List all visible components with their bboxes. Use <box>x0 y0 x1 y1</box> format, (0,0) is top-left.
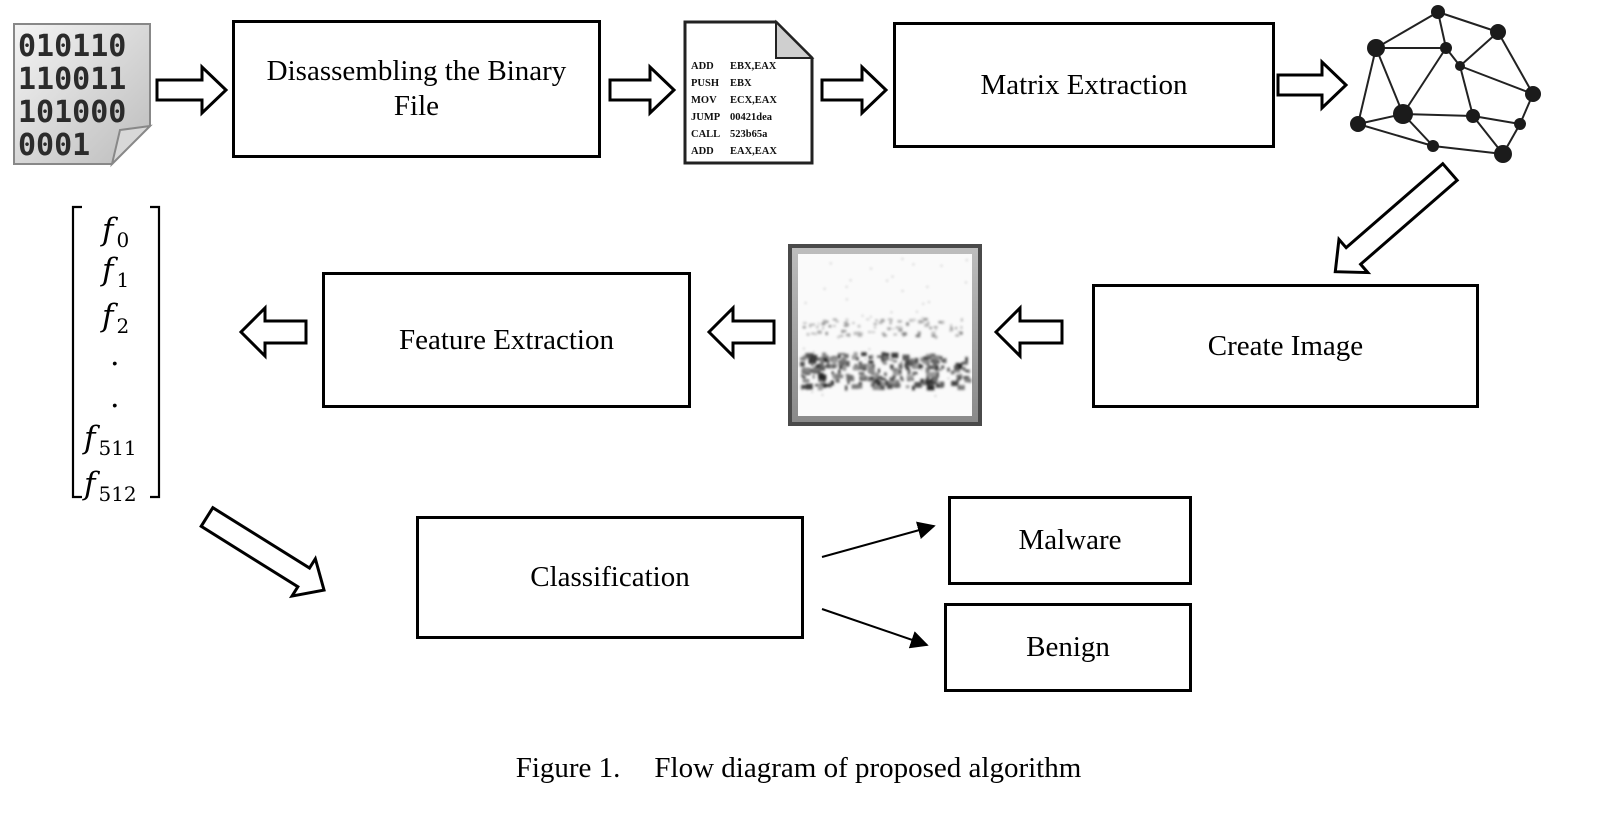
classification-box: Classification <box>416 516 804 639</box>
graph-node <box>1367 39 1385 57</box>
asm-opcode: MOV <box>691 95 717 106</box>
graph-node <box>1427 140 1439 152</box>
asm-operands: 00421dea <box>730 112 773 123</box>
feature-subscript: 511 <box>98 436 137 460</box>
graph-edge <box>1432 145 1504 155</box>
block-arrow-diag-classify <box>199 505 326 599</box>
create-image-label: Create Image <box>1207 329 1364 362</box>
graph-node <box>1494 145 1512 163</box>
graph-edge <box>1357 47 1377 125</box>
asm-opcode: JUMP <box>691 112 721 123</box>
graph-edge <box>1459 65 1534 95</box>
disassemble-box: Disassembling the Binary File <box>232 20 601 158</box>
binary-row: 101000 <box>18 95 126 130</box>
malware-image-icon <box>788 244 982 426</box>
vector-ellipsis: . <box>110 380 120 415</box>
feature-subscript: 0 <box>116 228 130 252</box>
graph-edge <box>1472 115 1521 125</box>
feature-extraction-label: Feature Extraction <box>399 323 614 356</box>
vector-ellipsis: . <box>110 338 120 373</box>
arrow-to-benign <box>821 608 929 649</box>
graph-edge <box>1437 11 1499 33</box>
graph-node <box>1466 109 1480 123</box>
feature-vector-brackets <box>71 205 161 499</box>
block-arrow-4 <box>1276 58 1349 112</box>
graph-node <box>1350 116 1366 132</box>
asm-operands: ECX,EAX <box>730 95 777 106</box>
malware-box: Malware <box>948 496 1192 585</box>
binary-row: 0001 <box>18 128 90 163</box>
classification-label: Classification <box>530 561 690 594</box>
asm-operands: EAX,EAX <box>730 146 777 157</box>
binary-row: 110011 <box>18 62 126 97</box>
graph-edge <box>1357 123 1434 147</box>
create-image-box: Create Image <box>1092 284 1479 408</box>
feature-subscript: 1 <box>116 268 130 292</box>
asm-operands: EBX,EAX <box>730 61 777 72</box>
block-arrow-5 <box>993 304 1064 360</box>
feature-subscript: 512 <box>98 482 137 506</box>
asm-operands: EBX <box>730 78 752 89</box>
graph-edge <box>1375 47 1404 115</box>
graph-network-icon <box>1350 5 1541 163</box>
matrix-extraction-label: Matrix Extraction <box>980 68 1188 101</box>
block-arrow-3 <box>820 63 889 117</box>
asm-opcode: PUSH <box>691 78 719 89</box>
asm-opcode: CALL <box>691 129 720 140</box>
benign-label: Benign <box>1026 631 1110 664</box>
graph-node <box>1440 42 1452 54</box>
asm-operands: 523b65a <box>730 129 768 140</box>
feature-symbol: f <box>102 298 114 334</box>
malware-label: Malware <box>1018 524 1122 557</box>
feature-symbol: f <box>84 466 96 502</box>
graph-edge <box>1375 11 1439 49</box>
arrow-to-malware <box>821 521 936 558</box>
figure-caption: Figure 1. Flow diagram of proposed algori… <box>0 752 1597 785</box>
graph-edge <box>1402 113 1474 117</box>
feature-subscript: 2 <box>116 314 130 338</box>
feature-symbol: f <box>84 420 96 456</box>
graph-node <box>1514 118 1526 130</box>
disassemble-label-line2: File <box>393 90 440 122</box>
asm-opcode: ADD <box>691 146 714 157</box>
caption-label: Figure 1. <box>515 752 621 784</box>
block-arrow-6 <box>706 304 776 360</box>
block-arrow-2 <box>608 63 677 117</box>
disassemble-label-line1: Disassembling the Binary <box>266 55 567 88</box>
asm-opcode: ADD <box>691 61 714 72</box>
graph-edge <box>1402 47 1447 115</box>
caption-text: Flow diagram of proposed algorithm <box>654 752 1082 784</box>
binary-file-icon: 010110 110011 101000 0001 <box>13 23 153 168</box>
feature-extraction-box: Feature Extraction <box>322 272 691 408</box>
graph-node <box>1393 104 1413 124</box>
block-arrow-7 <box>238 304 308 360</box>
matrix-extraction-box: Matrix Extraction <box>893 22 1275 148</box>
feature-symbol: f <box>102 252 114 288</box>
graph-node <box>1490 24 1506 40</box>
graph-node <box>1455 61 1465 71</box>
feature-symbol: f <box>102 212 114 248</box>
block-arrow-diag-down <box>1333 161 1460 275</box>
graph-edge <box>1497 31 1534 95</box>
graph-node <box>1431 5 1445 19</box>
graph-node <box>1525 86 1541 102</box>
block-arrow-1 <box>155 63 229 117</box>
benign-box: Benign <box>944 603 1192 692</box>
binary-row: 010110 <box>18 29 126 64</box>
graph-edge <box>1459 31 1499 67</box>
graph-edge <box>1459 65 1474 117</box>
assembly-document-icon: ADD EBX,EAX PUSH EBX MOV ECX,EAX JUMP 00421deaC… <box>683 19 815 165</box>
